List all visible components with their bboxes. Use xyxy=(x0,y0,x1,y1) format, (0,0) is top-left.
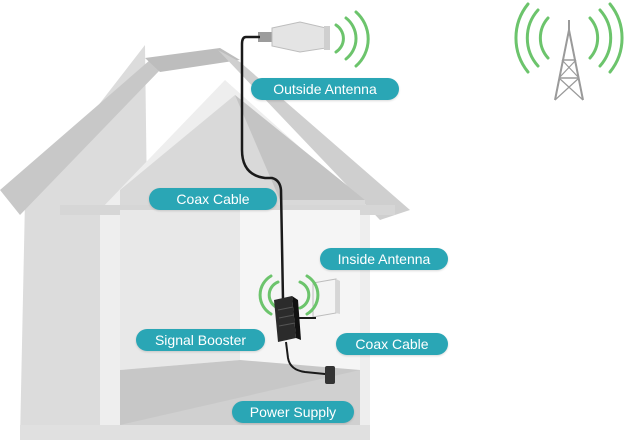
attic-shade xyxy=(235,95,365,200)
cell-tower-icon xyxy=(554,20,584,101)
coax-cable-upper xyxy=(240,35,285,301)
label-inside-antenna: Inside Antenna xyxy=(320,248,448,270)
yagi-antenna-icon xyxy=(258,21,330,53)
label-coax-cable-top: Coax Cable xyxy=(149,188,277,210)
label-power-supply: Power Supply xyxy=(232,401,354,423)
floor-shade xyxy=(120,360,360,425)
signal-booster-icon xyxy=(274,296,301,342)
power-plug-icon xyxy=(325,366,335,384)
tower-signal-waves xyxy=(514,2,624,74)
label-outside-antenna: Outside Antenna xyxy=(251,78,399,100)
roof-left xyxy=(0,60,160,215)
outside-antenna-signal-waves xyxy=(334,10,370,68)
roof-ridge xyxy=(145,48,240,72)
house xyxy=(0,45,410,440)
panel-antenna-icon xyxy=(312,278,340,318)
label-coax-cable-bottom: Coax Cable xyxy=(336,333,448,355)
label-signal-booster: Signal Booster xyxy=(136,329,265,351)
house-base xyxy=(20,425,370,440)
